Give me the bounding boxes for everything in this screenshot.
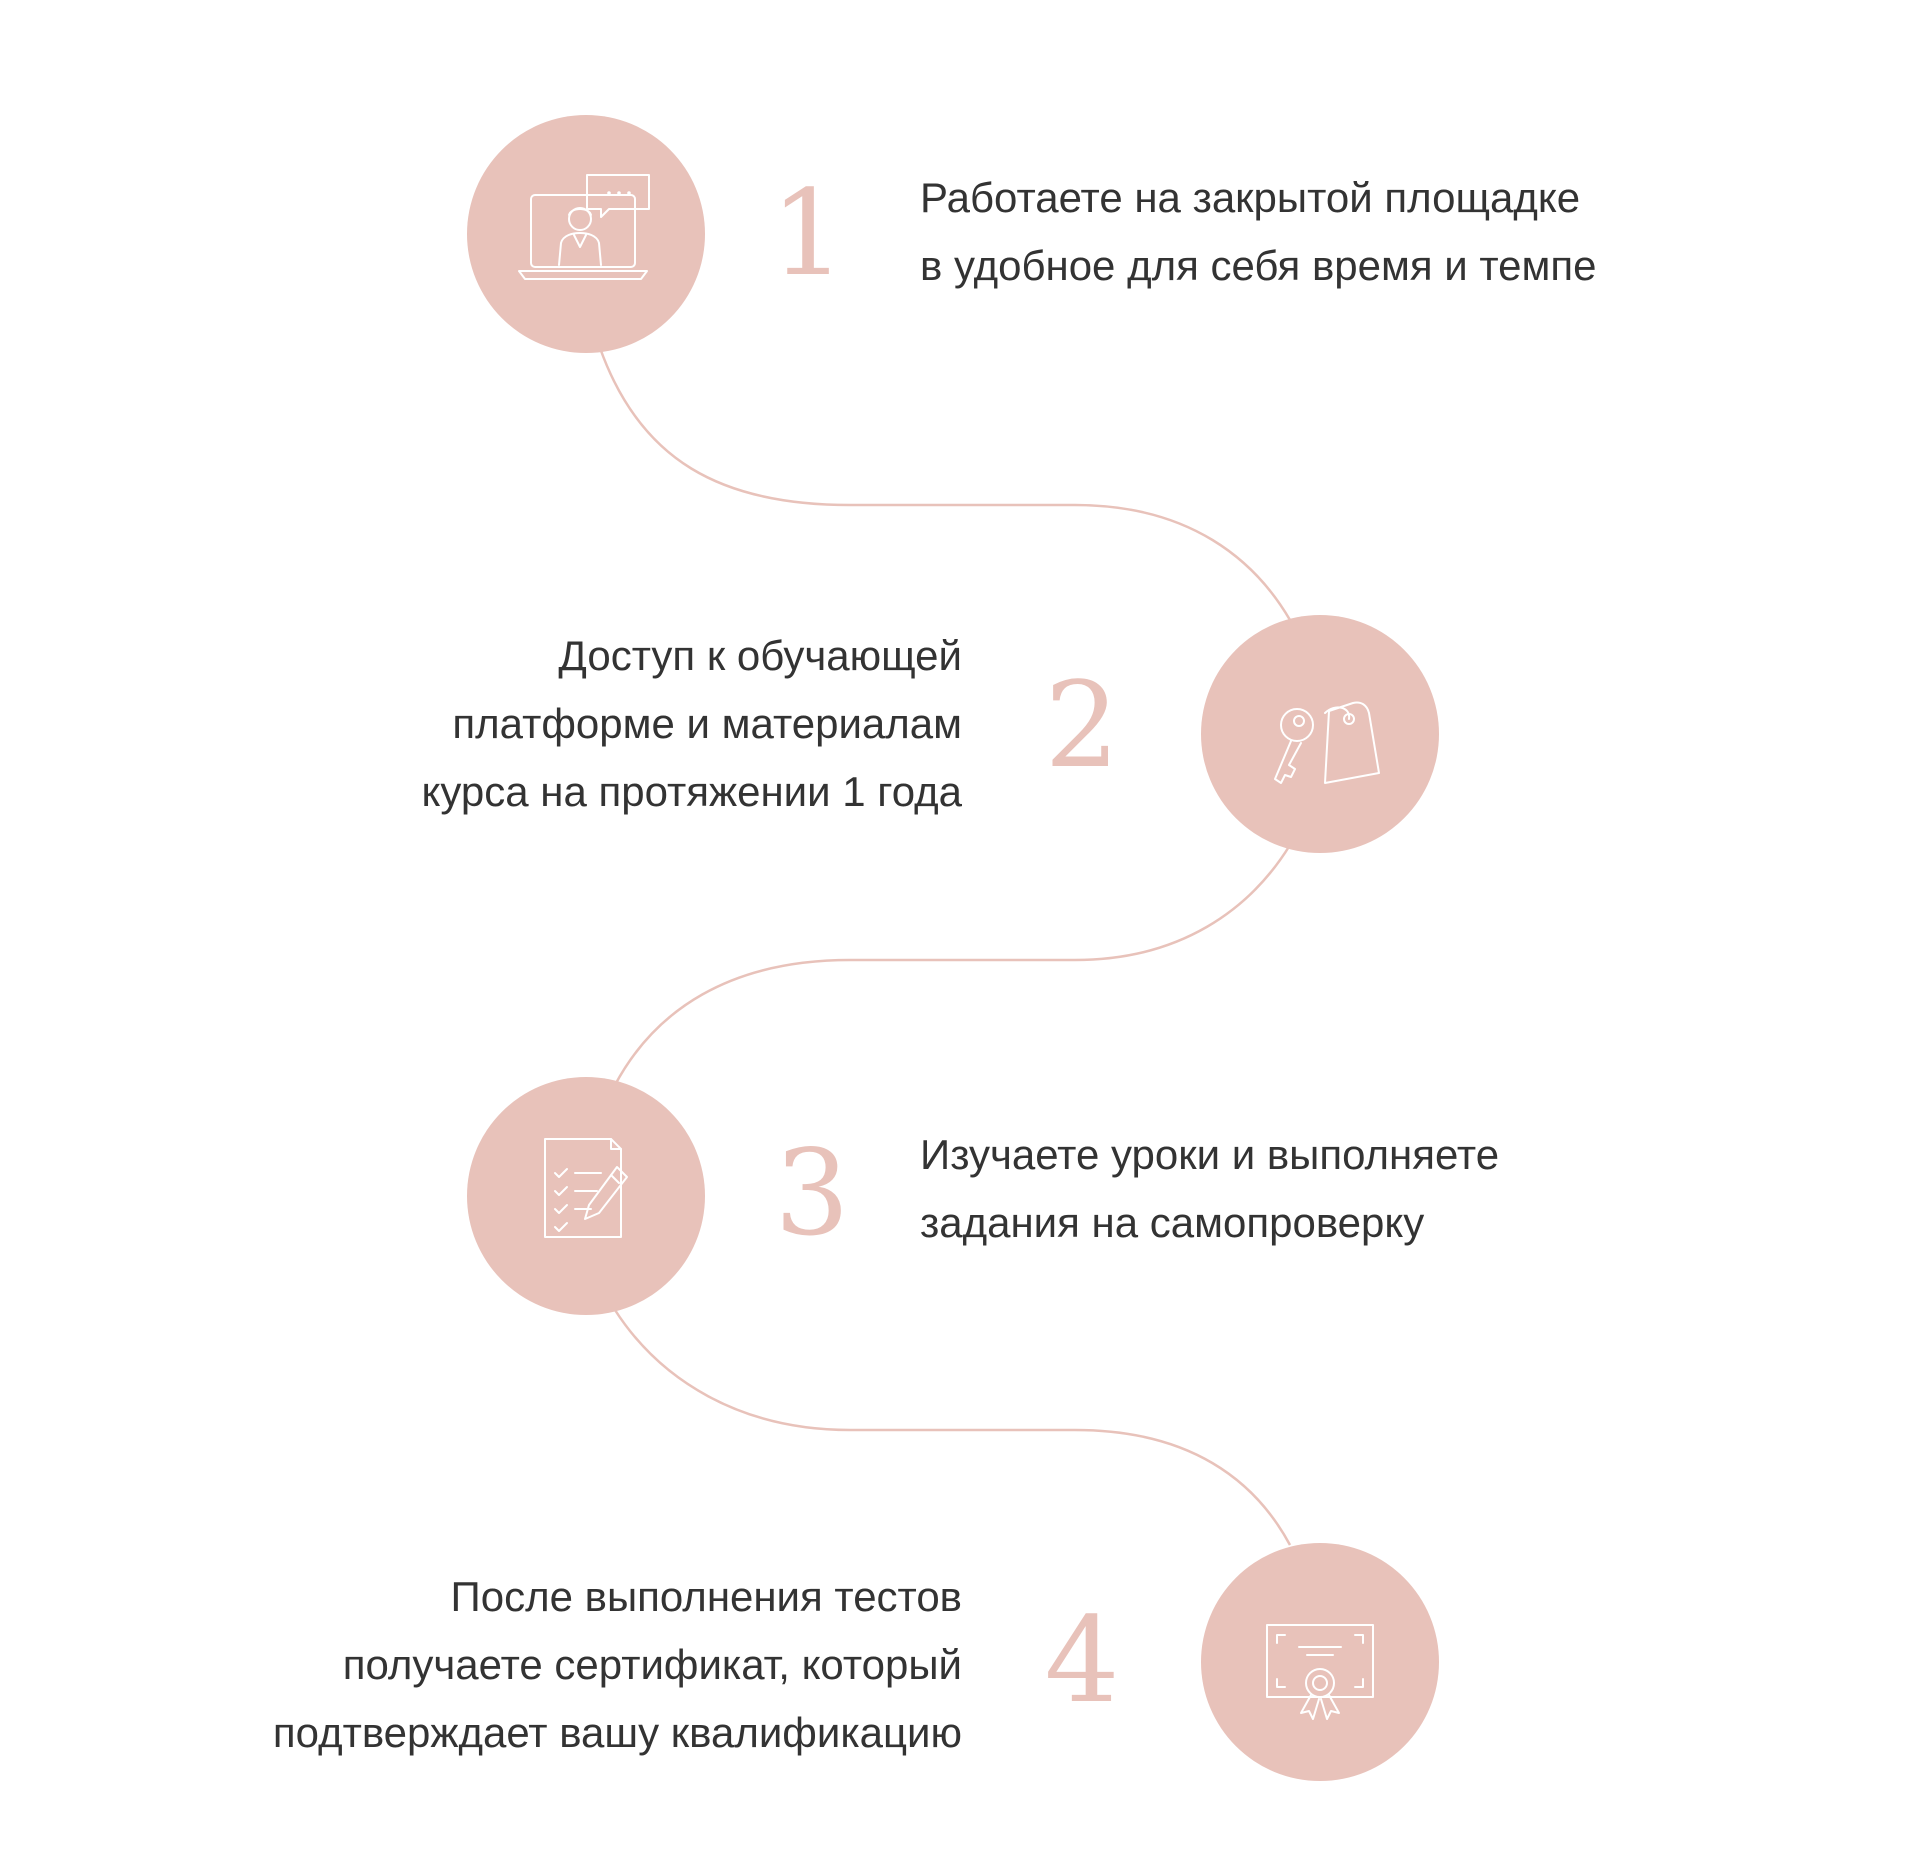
step-2-description: Доступ к обучающей платформе и материала… bbox=[422, 622, 962, 826]
step-2-line-3: курса на протяжении 1 года bbox=[421, 768, 962, 815]
step-1-description: Работаете на закрытой площадке в удобное… bbox=[920, 164, 1597, 300]
step-2-number: 2 bbox=[1044, 656, 1120, 794]
step-4-description: После выполнения тестов получаете сертиф… bbox=[273, 1563, 962, 1767]
laptop-video-call-icon bbox=[518, 174, 650, 280]
step-1-number: 1 bbox=[770, 164, 846, 302]
key-tag-icon bbox=[1274, 701, 1380, 784]
step-4-circle bbox=[1201, 1543, 1439, 1781]
step-4-line-2: получаете сертификат, который bbox=[342, 1641, 962, 1688]
step-4-line-1: После выполнения тестов bbox=[450, 1573, 962, 1620]
step-1-line-1: Работаете на закрытой площадке bbox=[920, 174, 1581, 221]
step-3-circle bbox=[467, 1077, 705, 1315]
checklist-pencil-icon bbox=[544, 1138, 628, 1238]
step-4-line-3: подтверждает вашу квалификацию bbox=[272, 1709, 962, 1756]
step-4-number: 4 bbox=[1044, 1591, 1120, 1729]
step-3-line-1: Изучаете уроки и выполняете bbox=[920, 1131, 1500, 1178]
step-3-number: 3 bbox=[774, 1124, 850, 1262]
step-2-line-1: Доступ к обучающей bbox=[558, 632, 962, 679]
step-2-line-2: платформе и материалам bbox=[452, 700, 962, 747]
step-3-description: Изучаете уроки и выполняете задания на с… bbox=[920, 1121, 1499, 1257]
step-1-line-2: в удобное для себя время и темпе bbox=[920, 242, 1597, 289]
certificate-icon bbox=[1266, 1624, 1374, 1720]
step-3-line-2: задания на самопроверку bbox=[920, 1199, 1425, 1246]
step-1-circle bbox=[467, 115, 705, 353]
step-2-circle bbox=[1201, 615, 1439, 853]
